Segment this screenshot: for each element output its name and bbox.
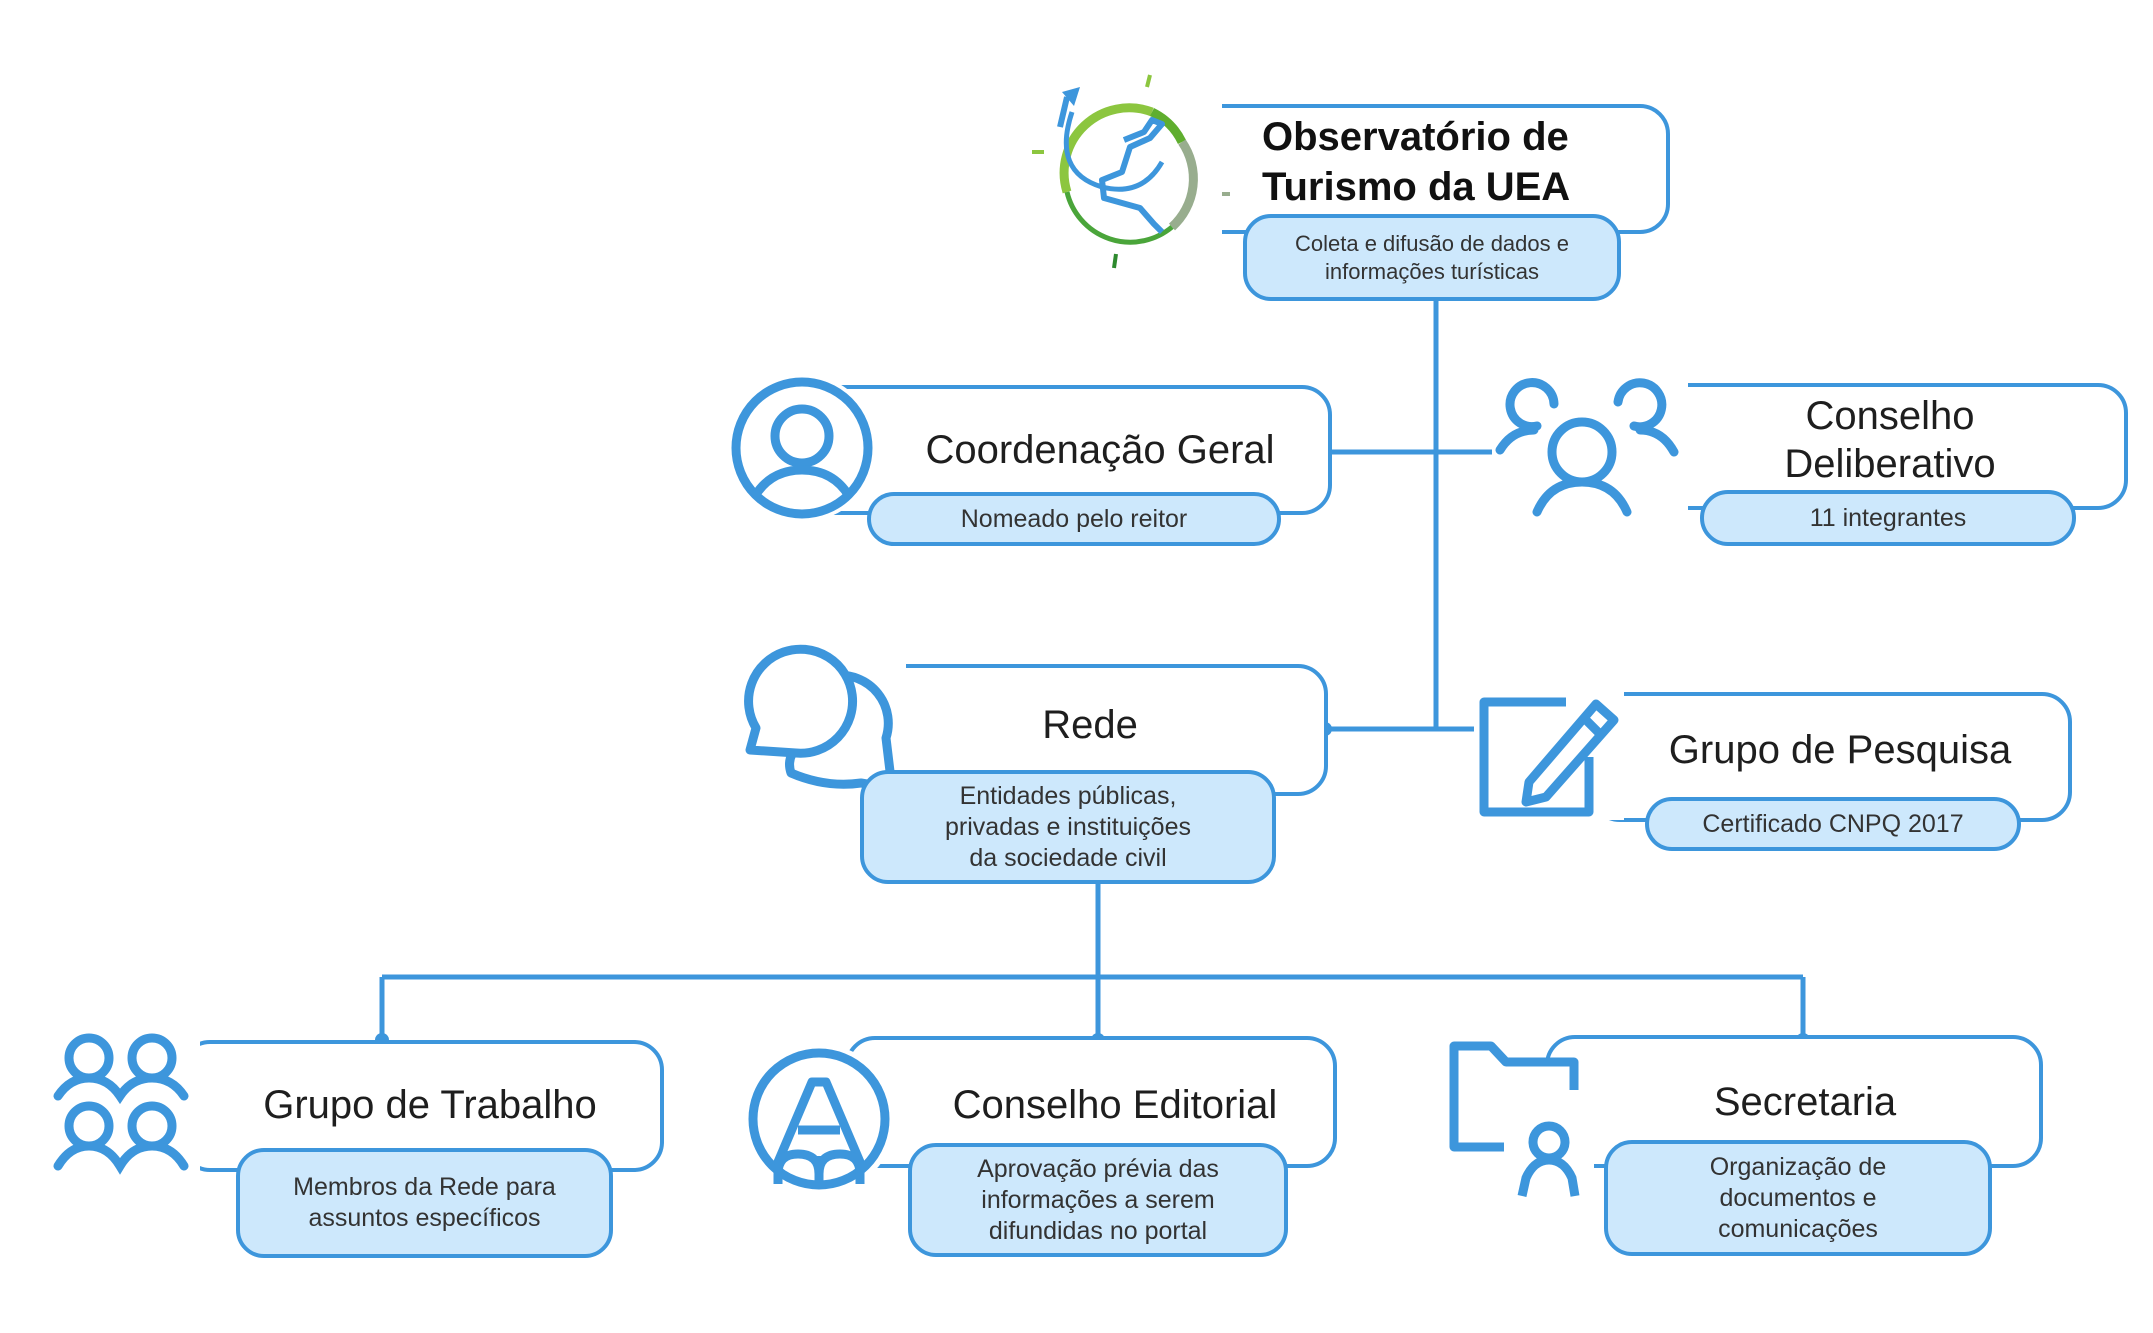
node-title: Coordenação Geral (925, 428, 1275, 472)
node-description: Organização de documentos e comunicações (1604, 1140, 1992, 1256)
node-description: Nomeado pelo reitor (867, 492, 1281, 546)
user-circle-icon (727, 374, 877, 522)
node-box (1178, 104, 1670, 234)
node-description: 11 integrantes (1700, 490, 2076, 546)
users-group-icon (1492, 374, 1688, 526)
node-description: Aprovação prévia das informações a serem… (908, 1143, 1288, 1257)
node-description: Coleta e difusão de dados e informações … (1243, 214, 1621, 301)
node-title: Grupo de Pesquisa (1668, 728, 2012, 772)
node-description: Membros da Rede para assuntos específico… (236, 1148, 613, 1258)
node-description: Certificado CNPQ 2017 (1645, 797, 2021, 851)
node-description: Entidades públicas, privadas e instituiç… (860, 770, 1276, 884)
pencil-tip-circle-icon (742, 1044, 896, 1194)
edit-pencil-icon (1474, 682, 1624, 820)
node-title: Observatório de Turismo da UEA (1262, 115, 1571, 209)
globe-logo-icon (1032, 72, 1230, 272)
folder-user-icon (1444, 1030, 1594, 1200)
node-title: Conselho Deliberativo (1784, 394, 1996, 486)
node-title: Secretaria (1713, 1080, 1897, 1124)
chat-bubbles-icon (736, 644, 906, 800)
node-title: Rede (1042, 703, 1138, 747)
four-users-icon (44, 1028, 200, 1180)
node-title: Grupo de Trabalho (263, 1083, 597, 1127)
node-title: Conselho Editorial (952, 1083, 1278, 1127)
